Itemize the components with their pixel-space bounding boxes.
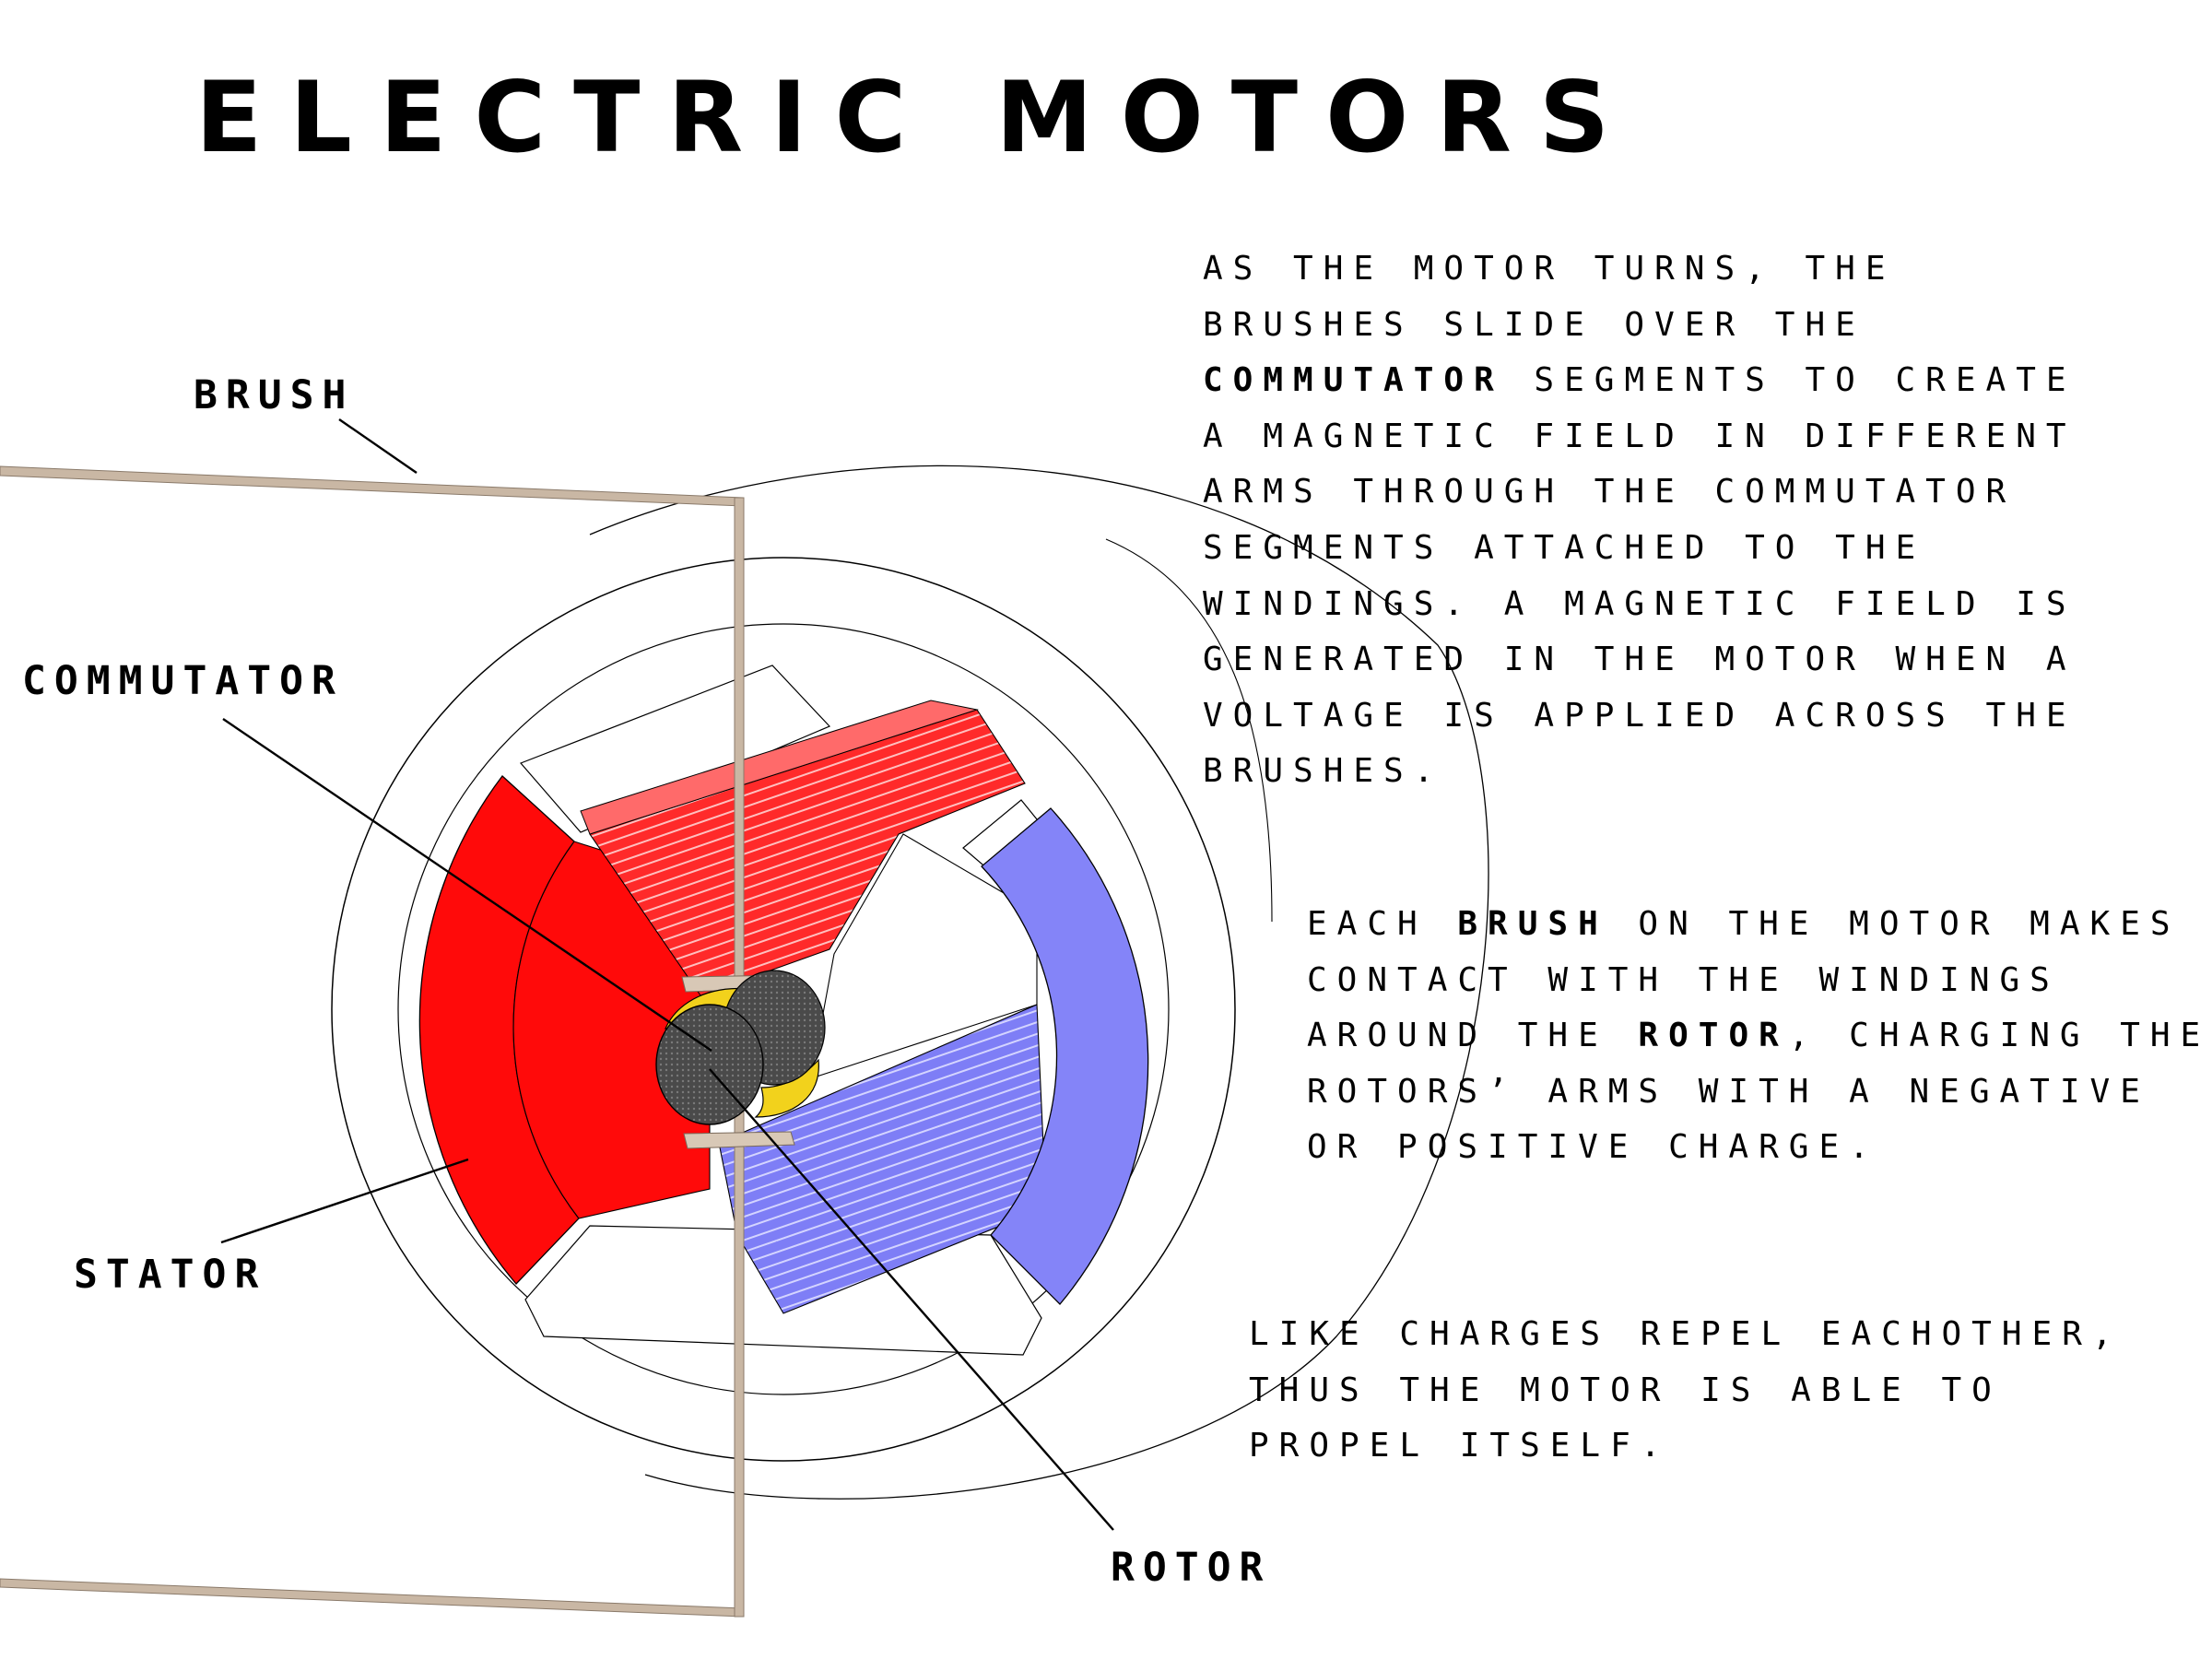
paragraph-line: WINDINGS. A MAGNETIC FIELD IS — [1203, 577, 2077, 633]
stator-leader-line — [220, 1158, 469, 1244]
text-run: , CHARGING THE — [1788, 1017, 2211, 1055]
text-run: GENERATED IN THE MOTOR WHEN A — [1203, 641, 2077, 679]
rotor-core-front — [655, 1004, 764, 1125]
emphasized-term: BRUSH — [1457, 905, 1608, 943]
paragraph-line: ROTORS’ ARMS WITH A NEGATIVE — [1307, 1065, 2210, 1121]
brush-frame-bottom — [0, 1578, 744, 1618]
paragraph-line: BRUSHES SLIDE OVER THE — [1203, 298, 2077, 354]
emphasized-term: COMMUTATOR — [1203, 361, 1504, 400]
text-run: THUS THE MOTOR IS ABLE TO — [1249, 1371, 2002, 1409]
text-run: WINDINGS. A MAGNETIC FIELD IS — [1203, 584, 2077, 623]
paragraph-line: AROUND THE ROTOR, CHARGING THE — [1307, 1008, 2210, 1065]
text-run: ON THE MOTOR MAKES — [1607, 905, 2181, 943]
commutator-leader-line — [222, 718, 712, 1052]
rotor-label: ROTOR — [1111, 1545, 1272, 1591]
paragraph-brush: EACH BRUSH ON THE MOTOR MAKES CONTACT WIT… — [1307, 897, 2210, 1176]
rotor-leader-line — [709, 1068, 1114, 1531]
text-run: AS THE MOTOR TURNS, THE — [1203, 250, 1896, 288]
text-run: BRUSHES. — [1203, 752, 1444, 791]
text-run: SEGMENTS ATTACHED TO THE — [1203, 528, 1926, 567]
commutator-label: COMMUTATOR — [22, 658, 344, 704]
paragraph-line: EACH BRUSH ON THE MOTOR MAKES — [1307, 897, 2210, 953]
paragraph-line: THUS THE MOTOR IS ABLE TO — [1249, 1363, 2123, 1419]
rotor-arm-red-top — [580, 700, 979, 835]
text-run: SEGMENTS TO CREATE — [1503, 361, 2077, 400]
paragraph-line: CONTACT WITH THE WINDINGS — [1307, 953, 2210, 1009]
stator-label: STATOR — [74, 1252, 267, 1298]
text-run: ROTORS’ ARMS WITH A NEGATIVE — [1307, 1072, 2150, 1111]
paragraph-line: OR POSITIVE CHARGE. — [1307, 1120, 2210, 1176]
brush-leader-line — [338, 418, 418, 474]
text-run: VOLTAGE IS APPLIED ACROSS THE — [1203, 696, 2077, 735]
paragraph-line: PROPEL ITSELF. — [1249, 1418, 2123, 1475]
text-run: ARMS THROUGH THE COMMUTATOR — [1203, 473, 2017, 512]
text-run: PROPEL ITSELF. — [1249, 1427, 1671, 1465]
motor-housing-depth — [589, 465, 1489, 1500]
paragraph-line: SEGMENTS ATTACHED TO THE — [1203, 521, 2077, 577]
paragraph-repel: LIKE CHARGES REPEL EACHOTHER, THUS THE MO… — [1249, 1307, 2123, 1475]
paragraph-line: A MAGNETIC FIELD IN DIFFERENT — [1203, 409, 2077, 465]
paragraph-line: LIKE CHARGES REPEL EACHOTHER, — [1249, 1307, 2123, 1363]
brush-label: BRUSH — [194, 372, 355, 418]
paragraph-commutator: AS THE MOTOR TURNS, THE BRUSHES SLIDE OVE… — [1203, 241, 2077, 800]
stator-blue-pole — [981, 807, 1149, 1305]
emphasized-term: ROTOR — [1638, 1017, 1789, 1055]
paragraph-line: GENERATED IN THE MOTOR WHEN A — [1203, 632, 2077, 688]
text-run: EACH — [1307, 905, 1458, 943]
paragraph-line: COMMUTATOR SEGMENTS TO CREATE — [1203, 353, 2077, 409]
text-run: AROUND THE — [1307, 1017, 1639, 1055]
motor-housing-back-arc — [1105, 538, 1273, 923]
text-run: OR POSITIVE CHARGE. — [1307, 1128, 1879, 1167]
text-run: BRUSHES SLIDE OVER THE — [1203, 305, 1865, 344]
page-title: ELECTRIC MOTORS — [195, 61, 1638, 174]
paragraph-line: AS THE MOTOR TURNS, THE — [1203, 241, 2077, 298]
text-run: A MAGNETIC FIELD IN DIFFERENT — [1203, 417, 2077, 455]
text-run: LIKE CHARGES REPEL EACHOTHER, — [1249, 1315, 2123, 1353]
pole-gap-top — [519, 665, 831, 833]
text-run: CONTACT WITH THE WINDINGS — [1307, 960, 2060, 999]
brush-frame-top — [0, 465, 744, 507]
paragraph-line: ARMS THROUGH THE COMMUTATOR — [1203, 465, 2077, 521]
paragraph-line: BRUSHES. — [1203, 744, 2077, 800]
paragraph-line: VOLTAGE IS APPLIED ACROSS THE — [1203, 688, 2077, 745]
